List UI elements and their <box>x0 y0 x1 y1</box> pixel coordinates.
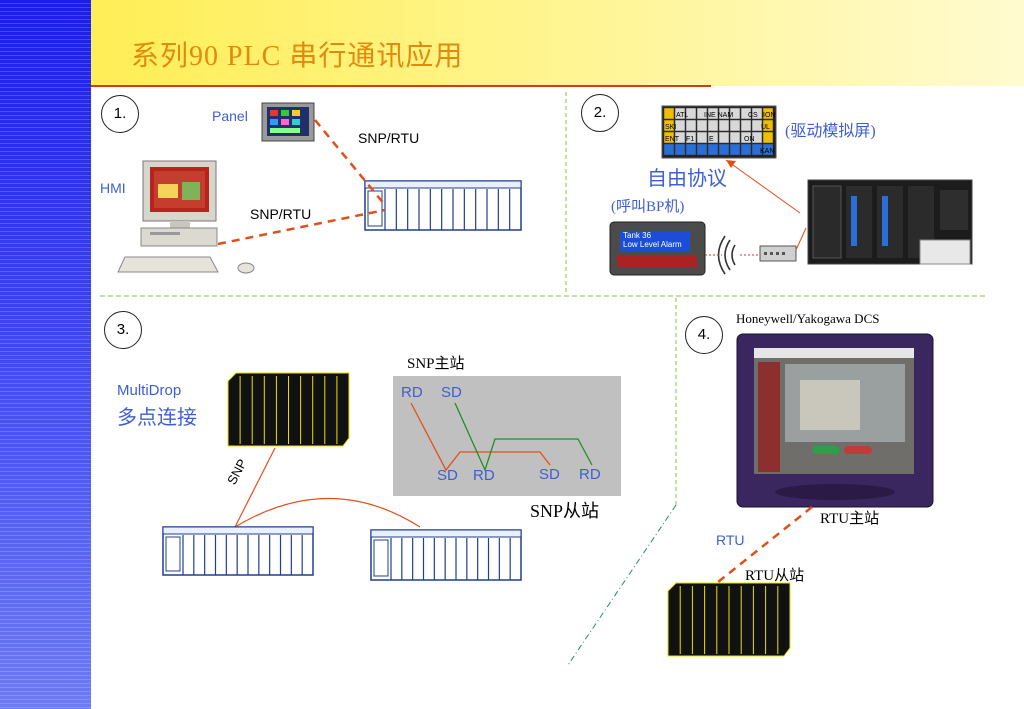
display-cell-text: SKI <box>665 124 676 131</box>
plc-unit-section2 <box>807 179 973 265</box>
section-3-badge: 3. <box>104 311 142 349</box>
plc-to-modem-link <box>795 227 807 251</box>
panel-label: Panel <box>212 108 248 124</box>
display-cell-text: E <box>709 136 714 143</box>
title-underline <box>91 85 711 87</box>
dcs-monitor <box>736 333 934 508</box>
multidrop-link-left <box>234 447 276 528</box>
wiring-sd-line <box>454 402 593 472</box>
section-4-badge: 4. <box>685 316 723 354</box>
display-cell-text: ION <box>763 112 775 119</box>
wiring-rd-bottom1: RD <box>473 467 495 484</box>
snp-slave-label: SNP从站 <box>530 501 600 521</box>
wiring-sd-bottom1: SD <box>437 467 458 484</box>
multidrop-link-arc <box>234 498 421 528</box>
pager-text-line1: Tank 36 <box>623 231 652 240</box>
modem-device <box>759 245 797 262</box>
wiring-sd-top: SD <box>441 384 462 401</box>
operator-panel-device <box>261 102 315 142</box>
display-cell-text: UL <box>761 124 770 131</box>
pager-text-line2: Low Level Alarm <box>623 240 682 249</box>
wiring-rd-bottom2: RD <box>579 466 601 483</box>
pager-device <box>609 221 706 276</box>
simulation-display: ATL INE NAM CS ION SKI UL ENT F1 E ON KAN <box>661 105 777 159</box>
hmi-computer <box>117 160 255 274</box>
display-cell-text: ENT <box>665 136 680 143</box>
display-cell-text: F1 <box>686 136 694 143</box>
display-cell-text: KAN <box>760 148 774 155</box>
rtu-slave-label: RTU从站 <box>745 568 805 584</box>
sidebar-decoration <box>0 0 91 709</box>
snp-rtu-label-bottom: SNP/RTU <box>250 206 312 222</box>
snp-master-label: SNP主站 <box>407 356 465 372</box>
arrowhead-display <box>726 160 736 168</box>
plc-rack-multidrop-slave2 <box>370 529 522 581</box>
display-cell-text: INE NAM <box>704 112 733 119</box>
snp-rtu-label-top: SNP/RTU <box>358 130 420 146</box>
plc-to-display-link <box>725 159 801 214</box>
hmi-label: HMI <box>100 180 126 196</box>
page-title: 系列90 PLC 串行通讯应用 <box>131 41 464 72</box>
plc-rack-multidrop-master <box>227 372 350 447</box>
wiring-rd-line <box>410 402 551 472</box>
title-banner <box>91 0 1024 86</box>
rtu-link-label: RTU <box>716 532 745 548</box>
plc-rack-rtu-slave <box>667 582 791 657</box>
pager-label: (呼叫BP机) <box>611 199 685 215</box>
section-2-badge: 2. <box>581 94 619 132</box>
plc-rack-multidrop-slave1 <box>162 526 314 576</box>
display-cell-text: CS <box>748 112 758 119</box>
divider-diagonal <box>567 504 677 666</box>
display-cell-text: ATL <box>676 112 688 119</box>
rtu-master-slave-link <box>717 506 813 583</box>
multidrop-label: MultiDrop <box>117 382 182 399</box>
plc-rack-section1 <box>364 180 522 231</box>
wiring-rd-top: RD <box>401 384 423 401</box>
wireless-signal-icon <box>717 235 736 275</box>
display-label: (驱动模拟屏) <box>785 123 876 140</box>
multidrop-cn-label: 多点连接 <box>117 407 197 429</box>
panel-to-plc-link <box>314 119 386 206</box>
dcs-label: Honeywell/Yakogawa DCS <box>736 311 880 326</box>
hmi-to-plc-link <box>217 208 386 246</box>
display-cell-text: ON <box>744 136 755 143</box>
rtu-master-label: RTU主站 <box>820 511 880 527</box>
protocol-label: 自由协议 <box>647 168 727 190</box>
section-1-badge: 1. <box>101 95 139 133</box>
wiring-sd-bottom2: SD <box>539 466 560 483</box>
wiring-diagram-box <box>393 376 621 496</box>
